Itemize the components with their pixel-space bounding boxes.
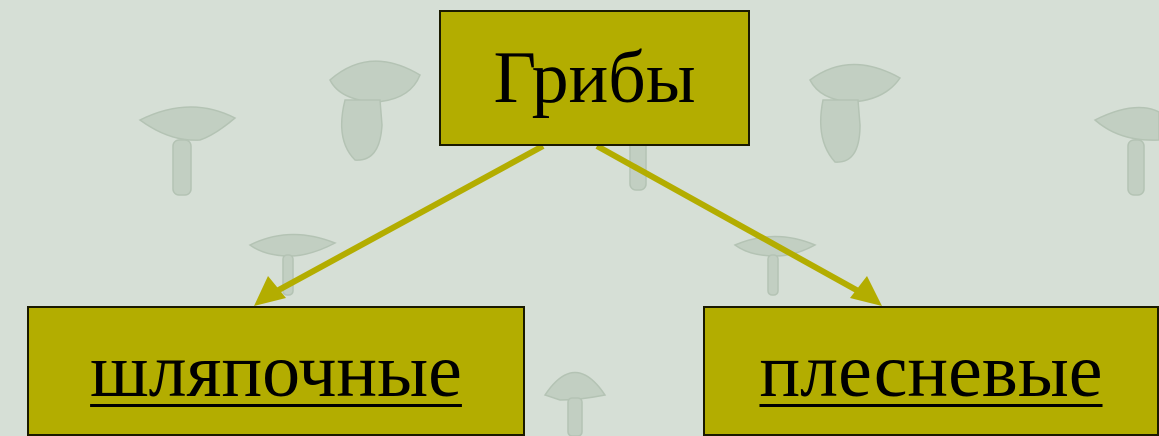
mushroom-icon bbox=[329, 60, 421, 161]
mushroom-icon bbox=[733, 235, 817, 296]
child-node-left[interactable]: шляпочные bbox=[27, 306, 525, 436]
child-node-left-link[interactable]: шляпочные bbox=[90, 328, 462, 413]
root-node: Грибы bbox=[439, 10, 750, 146]
mushroom-icon bbox=[138, 106, 237, 196]
mushroom-icon bbox=[543, 371, 607, 436]
child-node-right[interactable]: плесневые bbox=[703, 306, 1159, 436]
child-node-right-link[interactable]: плесневые bbox=[759, 328, 1103, 413]
mushroom-icon bbox=[248, 233, 337, 296]
mushroom-icon bbox=[809, 63, 902, 163]
mushroom-icon bbox=[1093, 106, 1159, 196]
root-node-label: Грибы bbox=[493, 36, 696, 119]
